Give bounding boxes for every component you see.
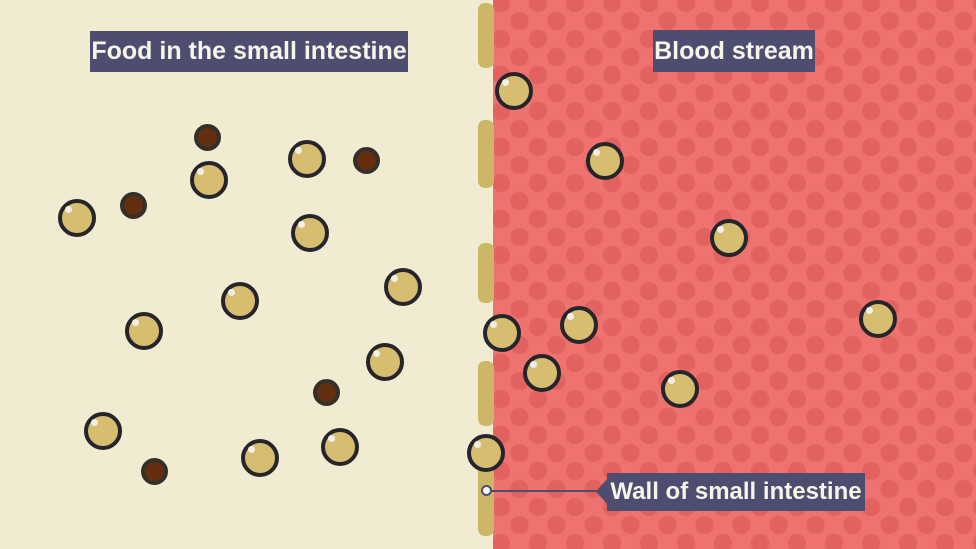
wall-dash <box>478 361 494 426</box>
glucose-molecule-blood-side <box>710 219 748 257</box>
wall-label-text: Wall of small intestine <box>610 478 862 505</box>
glucose-molecule-food-side <box>190 161 228 199</box>
glucose-molecule-blood-side <box>467 434 505 472</box>
glucose-molecule-food-side <box>84 412 122 450</box>
intestine-wall <box>478 0 494 549</box>
glucose-molecule-food-side <box>291 214 329 252</box>
food-label-text: Food in the small intestine <box>91 37 407 65</box>
glucose-molecule-blood-side <box>483 314 521 352</box>
glucose-molecule-blood-side <box>495 72 533 110</box>
glucose-molecule-food-side <box>125 312 163 350</box>
blood-label: Blood stream <box>653 30 815 72</box>
glucose-molecule-food-side <box>221 282 259 320</box>
bloodstream-region <box>493 0 976 549</box>
glucose-molecule-blood-side <box>560 306 598 344</box>
wall-dash <box>478 466 494 536</box>
wall-label: Wall of small intestine <box>607 473 865 511</box>
wall-callout-dot <box>481 485 492 496</box>
wall-dash <box>478 3 494 68</box>
wall-dash <box>478 120 494 188</box>
food-label: Food in the small intestine <box>90 31 408 72</box>
large-food-molecule <box>119 191 147 219</box>
glucose-molecule-blood-side <box>661 370 699 408</box>
glucose-molecule-food-side <box>288 140 326 178</box>
glucose-molecule-food-side <box>241 439 279 477</box>
glucose-molecule-blood-side <box>523 354 561 392</box>
glucose-molecule-food-side <box>321 428 359 466</box>
wall-callout-line <box>490 490 598 492</box>
glucose-molecule-blood-side <box>586 142 624 180</box>
large-food-molecule <box>312 378 340 406</box>
glucose-molecule-food-side <box>366 343 404 381</box>
glucose-molecule-food-side <box>384 268 422 306</box>
large-food-molecule <box>140 457 168 485</box>
blood-label-text: Blood stream <box>654 36 814 65</box>
large-food-molecule <box>352 146 380 174</box>
large-food-molecule <box>193 123 221 151</box>
wall-dash <box>478 243 494 303</box>
glucose-molecule-food-side <box>58 199 96 237</box>
glucose-molecule-blood-side <box>859 300 897 338</box>
